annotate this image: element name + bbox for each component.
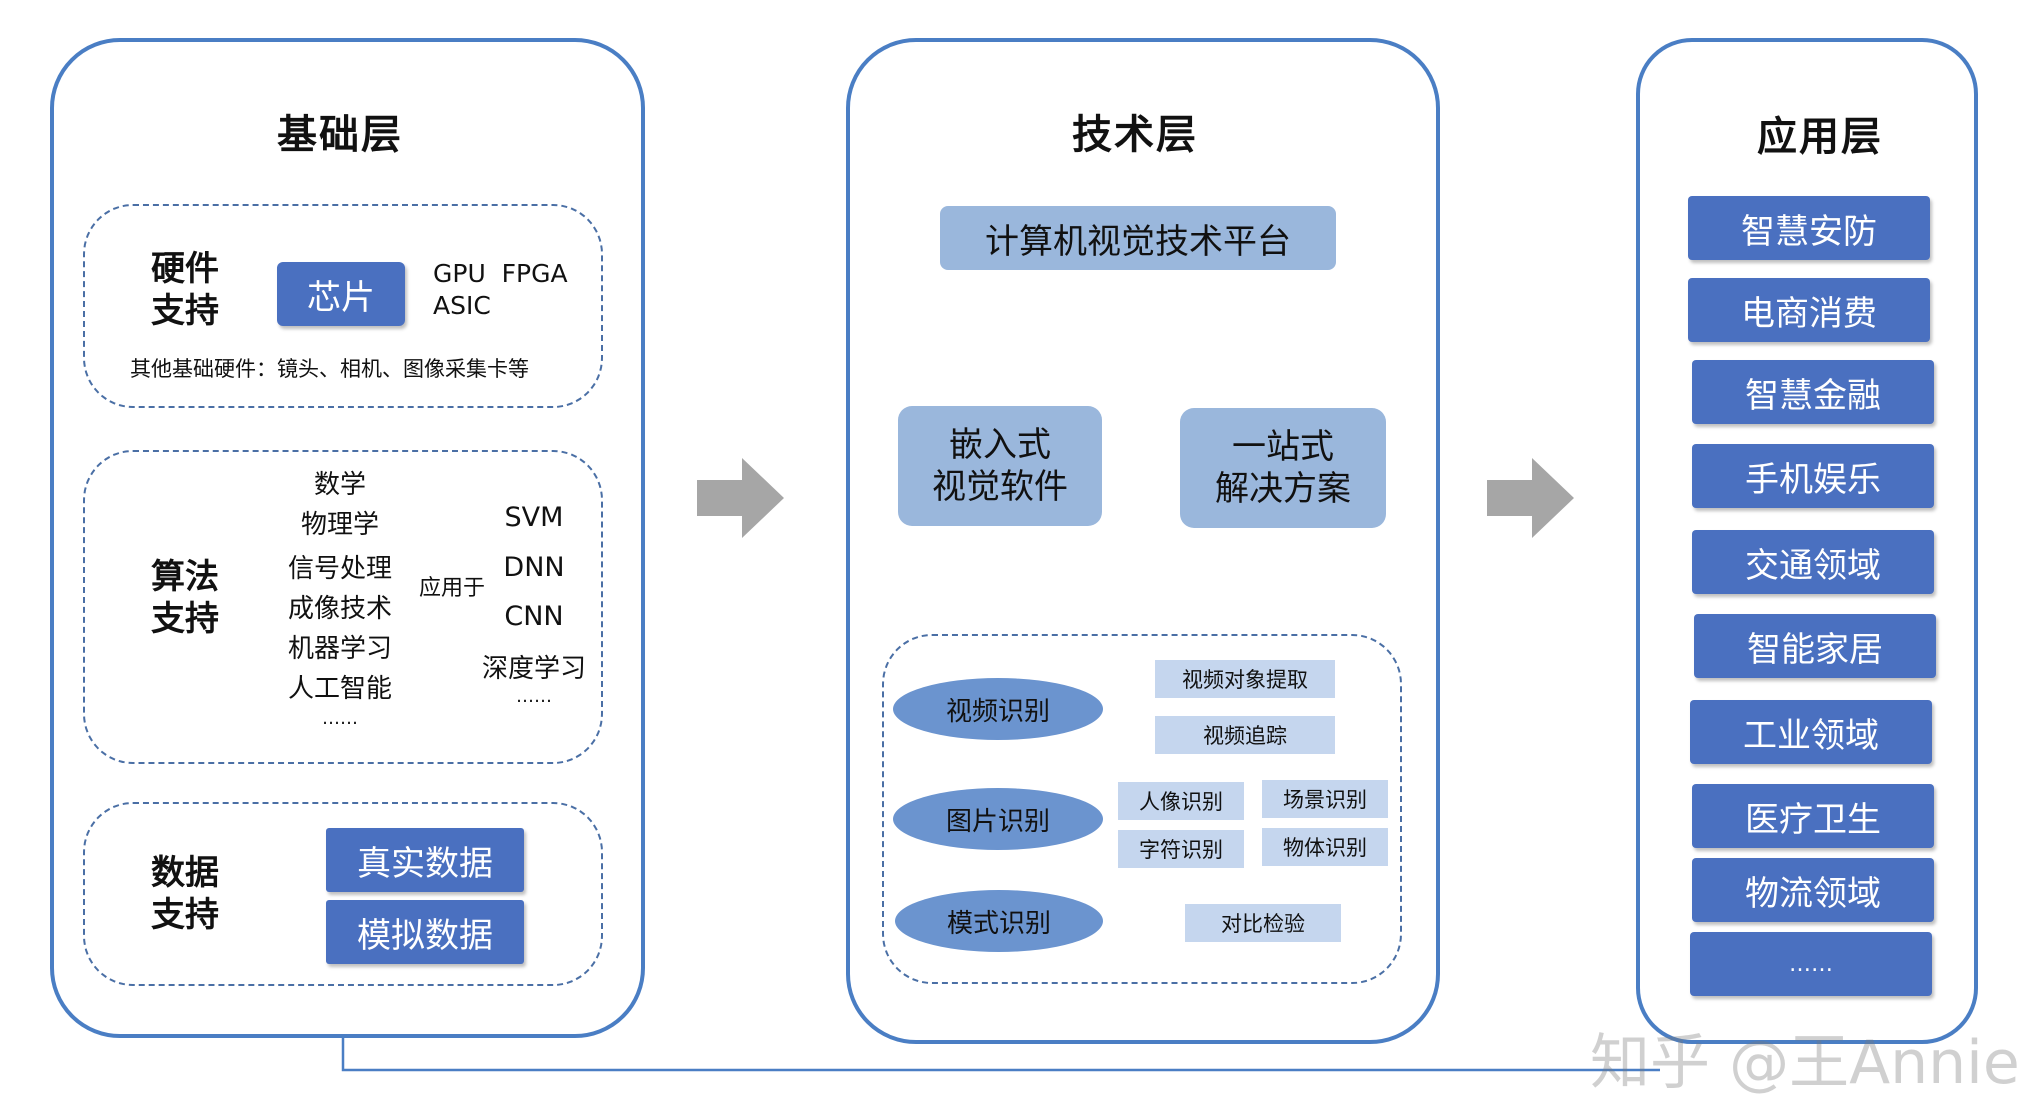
- app-item-healthcare[interactable]: 医疗卫生: [1692, 784, 1934, 848]
- app-item-smart-home[interactable]: 智能家居: [1694, 614, 1936, 678]
- algorithm-method-0: SVM: [504, 502, 564, 533]
- other-hardware-text: 其他基础硬件：镜头、相机、图像采集卡等: [130, 357, 529, 381]
- video-recognition-ellipse[interactable]: 视频识别: [893, 678, 1103, 740]
- image-recognition-ellipse[interactable]: 图片识别: [893, 788, 1103, 850]
- gray-arrow-1: [697, 458, 784, 538]
- algorithm-method-1: DNN: [503, 552, 565, 583]
- algorithm-field-6: ……: [322, 708, 358, 729]
- recognition-box: [882, 634, 1402, 984]
- video-object-extraction-chip[interactable]: 视频对象提取: [1155, 660, 1335, 698]
- character-recognition-chip[interactable]: 字符识别: [1118, 830, 1244, 868]
- video-tracking-chip[interactable]: 视频追踪: [1155, 716, 1335, 754]
- embedded-software-button[interactable]: 嵌入式 视觉软件: [898, 406, 1102, 526]
- algorithm-field-2: 信号处理: [287, 554, 392, 584]
- hardware-support-label: 硬件 支持: [151, 249, 219, 331]
- application-layer-title: 应用层: [1757, 114, 1883, 160]
- algorithm-method-2: CNN: [504, 601, 564, 632]
- app-item-more[interactable]: ……: [1690, 932, 1932, 996]
- algorithm-field-4: 机器学习: [287, 634, 392, 664]
- technology-layer-panel: [846, 38, 1440, 1044]
- applied-to-label: 应用于: [419, 576, 486, 601]
- algorithm-field-3: 成像技术: [287, 594, 392, 624]
- app-item-transportation[interactable]: 交通领域: [1692, 530, 1934, 594]
- cv-platform-button[interactable]: 计算机视觉技术平台: [940, 206, 1336, 270]
- simulated-data-button[interactable]: 模拟数据: [326, 900, 524, 964]
- algorithm-field-5: 人工智能: [287, 674, 392, 704]
- app-item-mobile-entertainment[interactable]: 手机娱乐: [1692, 444, 1934, 508]
- data-support-label: 数据 支持: [151, 853, 219, 935]
- portrait-recognition-chip[interactable]: 人像识别: [1118, 782, 1244, 820]
- hardware-support-box: [83, 204, 603, 408]
- one-stop-solution-button[interactable]: 一站式 解决方案: [1180, 408, 1386, 528]
- object-recognition-chip[interactable]: 物体识别: [1262, 828, 1388, 866]
- app-item-logistics[interactable]: 物流领域: [1692, 858, 1934, 922]
- foundation-layer-title: 基础层: [277, 112, 403, 158]
- algorithm-support-label: 算法 支持: [151, 557, 219, 639]
- app-item-smart-finance[interactable]: 智慧金融: [1692, 360, 1934, 424]
- real-data-button[interactable]: 真实数据: [326, 828, 524, 892]
- algorithm-method-3: 深度学习: [481, 654, 586, 684]
- algorithm-field-1: 物理学: [300, 510, 379, 540]
- algorithm-method-4: ……: [516, 686, 552, 707]
- chip-button[interactable]: 芯片: [277, 262, 405, 326]
- pattern-recognition-ellipse[interactable]: 模式识别: [895, 890, 1103, 952]
- comparison-test-chip[interactable]: 对比检验: [1185, 904, 1341, 942]
- gray-arrow-2: [1487, 458, 1574, 538]
- app-item-ecommerce[interactable]: 电商消费: [1688, 278, 1930, 342]
- chip-types: GPU FPGA ASIC: [433, 259, 568, 320]
- app-item-smart-security[interactable]: 智慧安防: [1688, 196, 1930, 260]
- app-item-industry[interactable]: 工业领域: [1690, 700, 1932, 764]
- scene-recognition-chip[interactable]: 场景识别: [1262, 780, 1388, 818]
- algorithm-field-0: 数学: [313, 470, 366, 500]
- algorithm-support-box: [83, 450, 603, 764]
- data-support-box: [83, 802, 603, 986]
- watermark: 知乎 @王Annie: [1590, 1028, 2020, 1098]
- technology-layer-title: 技术层: [1072, 112, 1198, 158]
